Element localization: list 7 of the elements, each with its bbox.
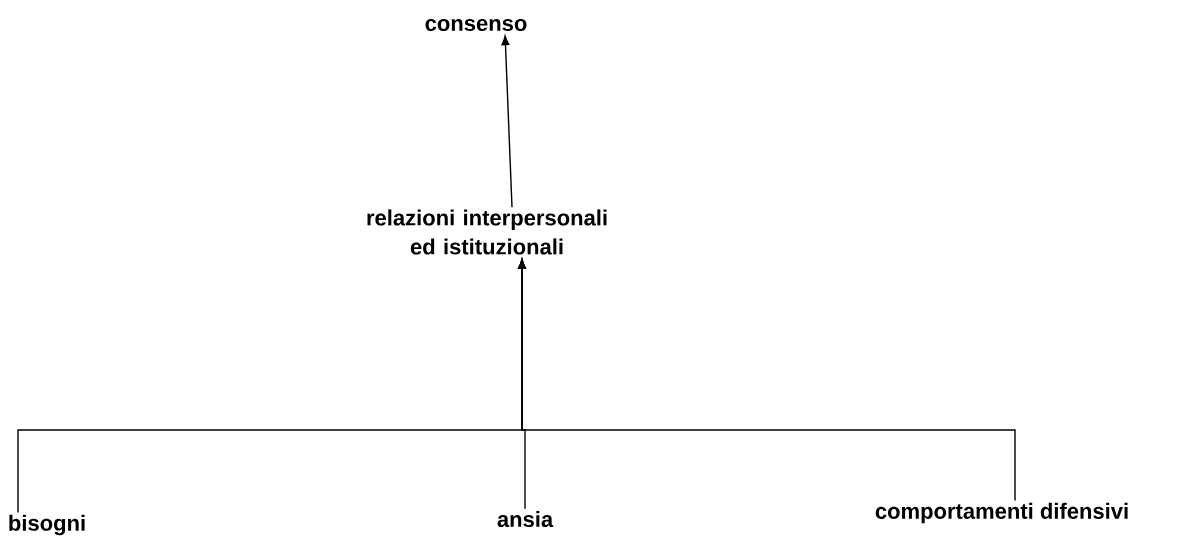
node-label: comportamenti difensivi <box>875 502 1128 524</box>
node-label: consenso <box>425 18 527 32</box>
arrow <box>501 35 513 208</box>
arrow <box>518 258 1016 502</box>
node-label: bisogni <box>9 514 85 536</box>
node-label: ansia <box>497 510 554 528</box>
node-label: relazioni interpersonali ed istituzionali <box>367 209 607 255</box>
